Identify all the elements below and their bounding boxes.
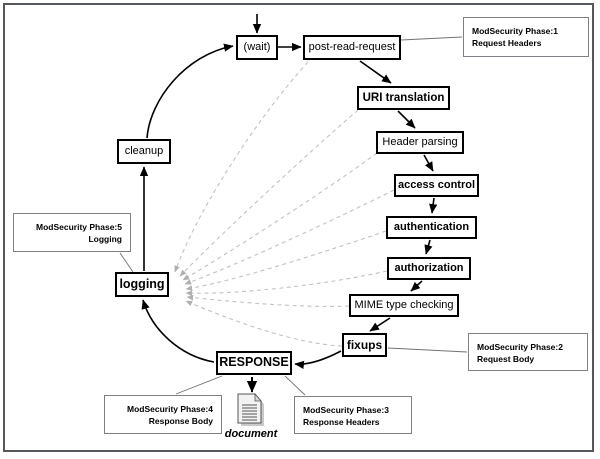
note-phase1-line2: Request Headers	[472, 38, 542, 49]
node-authz[interactable]: authorization	[387, 257, 471, 280]
dashed-header-to-logging	[182, 152, 378, 281]
dashed-logging-edges	[174, 61, 395, 347]
dashed-uri-to-logging	[179, 109, 359, 277]
solid-flow-edges	[252, 14, 438, 332]
edge-response-to-logging	[141, 299, 215, 363]
edge-mime-to-fixups	[369, 317, 391, 332]
note-phase3-line2: Response Headers	[303, 417, 380, 428]
leader-phase2	[387, 347, 468, 353]
node-fixups[interactable]: fixups	[342, 333, 387, 357]
edge-fixups-to-response	[294, 350, 342, 370]
node-logging[interactable]: logging	[115, 272, 169, 297]
node-post_read[interactable]: post-read-request	[303, 35, 401, 60]
edge-cleanup-to-wait	[146, 43, 234, 139]
dashed-access-to-logging	[184, 189, 395, 285]
node-access_ctrl[interactable]: access control	[394, 174, 479, 197]
edge-authn-to-authz	[424, 239, 433, 255]
edge-header-to-access	[423, 154, 434, 172]
leader-phase3	[284, 375, 306, 396]
leader-phase4	[175, 375, 223, 395]
document-label: document	[224, 428, 278, 440]
dashed-postread-to-logging	[174, 61, 309, 273]
note-phase5-line2: Logging	[88, 234, 122, 245]
dashed-authn-to-logging	[185, 230, 387, 291]
dashed-mime-to-logging	[186, 294, 350, 307]
note-phase1-line1: ModSecurity Phase:1	[472, 26, 558, 36]
leader-phase5	[119, 252, 134, 273]
note-phase4-line1: ModSecurity Phase:4	[127, 404, 213, 414]
note-phase2-line2: Request Body	[477, 354, 535, 365]
edge-authz-to-mime	[410, 280, 423, 292]
node-authn[interactable]: authentication	[386, 216, 477, 239]
note-phase3-line1: ModSecurity Phase:3	[303, 405, 389, 415]
node-wait[interactable]: (wait)	[236, 35, 278, 60]
edge-postread-to-uri	[359, 60, 392, 84]
node-mime[interactable]: MIME type checking	[349, 294, 459, 317]
note-leader-lines	[119, 36, 468, 396]
dashed-authz-to-logging	[185, 270, 388, 297]
dashed-fixups-to-logging	[185, 300, 343, 347]
document-icon	[237, 392, 264, 426]
note-phase2-line1: ModSecurity Phase:2	[477, 342, 563, 352]
edge-access-to-authn	[429, 197, 438, 214]
note-phase5-line1: ModSecurity Phase:5	[36, 222, 122, 232]
node-cleanup[interactable]: cleanup	[117, 139, 171, 164]
node-response[interactable]: RESPONSE	[216, 351, 292, 375]
leader-phase1	[400, 36, 463, 41]
note-phase4-line2: Response Body	[148, 416, 213, 427]
edge-uri-to-header	[397, 110, 416, 129]
node-uri_trans[interactable]: URI translation	[357, 86, 450, 110]
node-header_parse[interactable]: Header parsing	[376, 131, 464, 154]
